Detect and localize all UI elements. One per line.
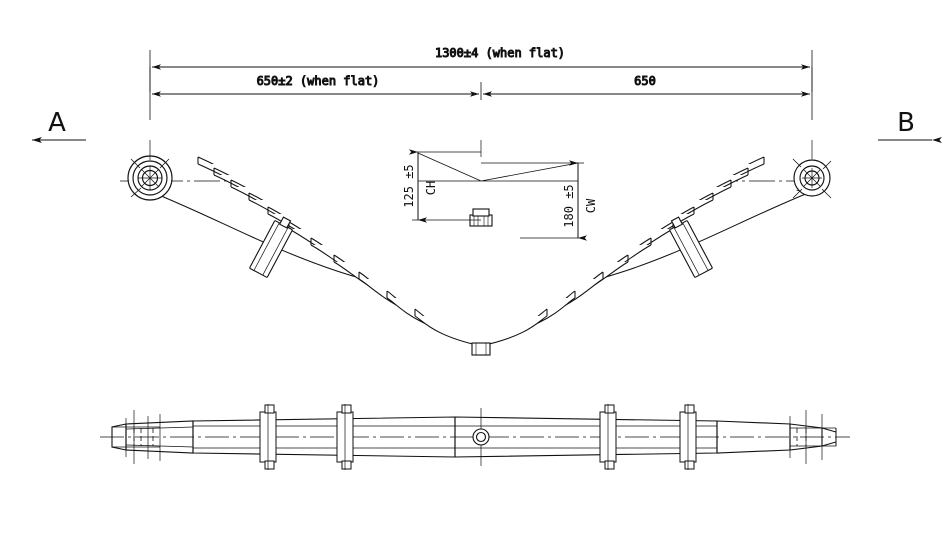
leaf-6-ends	[267, 207, 695, 214]
view-marker-a-label: A	[48, 108, 66, 138]
view-marker-b: B	[878, 108, 942, 143]
dimension-block-top: 1300±4 (when flat) 650±2 (when flat) 650	[149, 42, 813, 120]
leaf-3-ends	[213, 168, 749, 175]
leaf-10-ends	[358, 272, 604, 279]
view-marker-b-label: B	[897, 108, 915, 138]
dim-open-width-label: 180 ±5	[562, 184, 576, 227]
leaf-8-ends	[310, 238, 652, 245]
leaf-4-ends	[230, 180, 732, 187]
view-marker-a: A	[32, 108, 86, 143]
plan-segment-right-inner	[454, 416, 718, 458]
right-spring-eye	[792, 140, 832, 199]
left-spring-eye	[127, 140, 173, 201]
dim-camber-height	[409, 149, 482, 223]
dim-camber-height-label: 125 ±5	[402, 164, 416, 207]
center-bolt-plan	[472, 408, 490, 466]
right-clamp	[669, 216, 713, 278]
plan-clamp-centre-ticks	[133, 404, 807, 470]
leaf-9-ends	[333, 255, 629, 262]
leaf-12-ends	[414, 309, 548, 316]
left-clamp	[249, 216, 293, 278]
leaf-11-ends	[386, 291, 576, 298]
plan-view	[100, 404, 850, 470]
dim-camber-height-symbol: CH	[424, 181, 438, 195]
dim-right-half-label: 650	[634, 74, 656, 88]
plan-segment-left-eye-area	[125, 420, 194, 454]
dim-half-lengths	[149, 67, 813, 120]
dim-overall-length-label: 1300±4 (when flat)	[435, 46, 565, 60]
dim-left-half-label: 650±2 (when flat)	[257, 74, 380, 88]
plan-body	[111, 416, 823, 458]
leaf-5-ends	[248, 193, 714, 200]
leaf-stack	[147, 156, 815, 347]
dim-open-width	[480, 160, 587, 241]
plan-segment-right-eye-area	[716, 420, 791, 454]
plan-left-eye	[111, 414, 161, 461]
center-bolt	[469, 208, 493, 356]
side-elevation-view	[120, 140, 832, 356]
leaf-12-lower	[414, 315, 548, 347]
dim-open-width-symbol: CW	[584, 198, 598, 213]
plan-segment-left-inner	[192, 416, 456, 458]
plan-leaf-edges	[125, 425, 717, 449]
plan-left-end-taper	[111, 423, 127, 451]
